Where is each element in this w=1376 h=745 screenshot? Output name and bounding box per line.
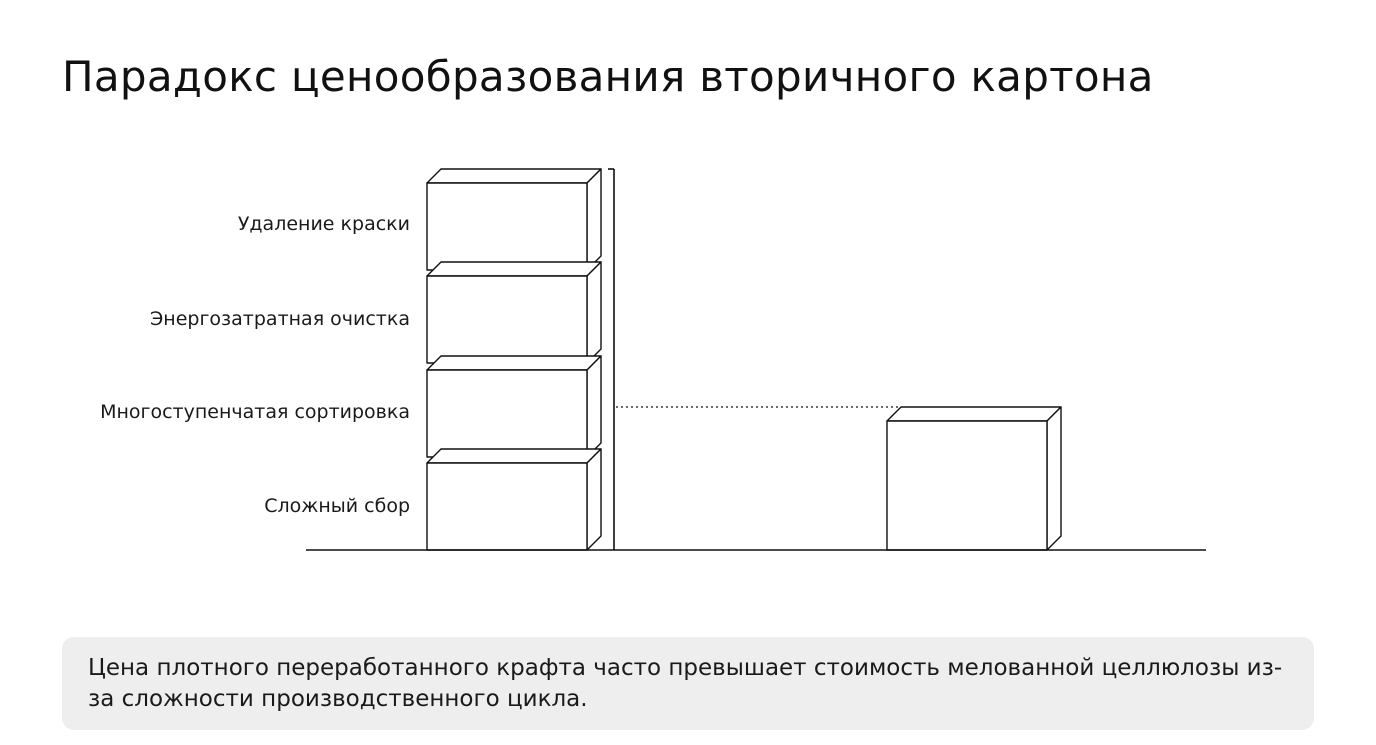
stack-height-bracket <box>608 168 615 550</box>
stack-label-multistage-sorting: Многоступенчатая сортировка <box>100 401 410 423</box>
stack-label-ink-removal: Удаление краски <box>237 213 410 235</box>
page-title: Парадокс ценообразования вторичного карт… <box>62 52 1154 101</box>
caption-text: Цена плотного переработанного крафта час… <box>88 655 1283 712</box>
stack-block-ink-removal <box>426 168 602 271</box>
stack-block-complex-collection <box>426 448 602 551</box>
stack-block-energy-cleaning <box>426 261 602 364</box>
comparison-block <box>886 406 1062 551</box>
stack-label-complex-collection: Сложный сбор <box>264 495 410 517</box>
stack-block-multistage-sorting <box>426 355 602 458</box>
stack-label-energy-cleaning: Энергозатратная очистка <box>150 308 410 330</box>
caption-box: Цена плотного переработанного крафта час… <box>62 637 1314 730</box>
